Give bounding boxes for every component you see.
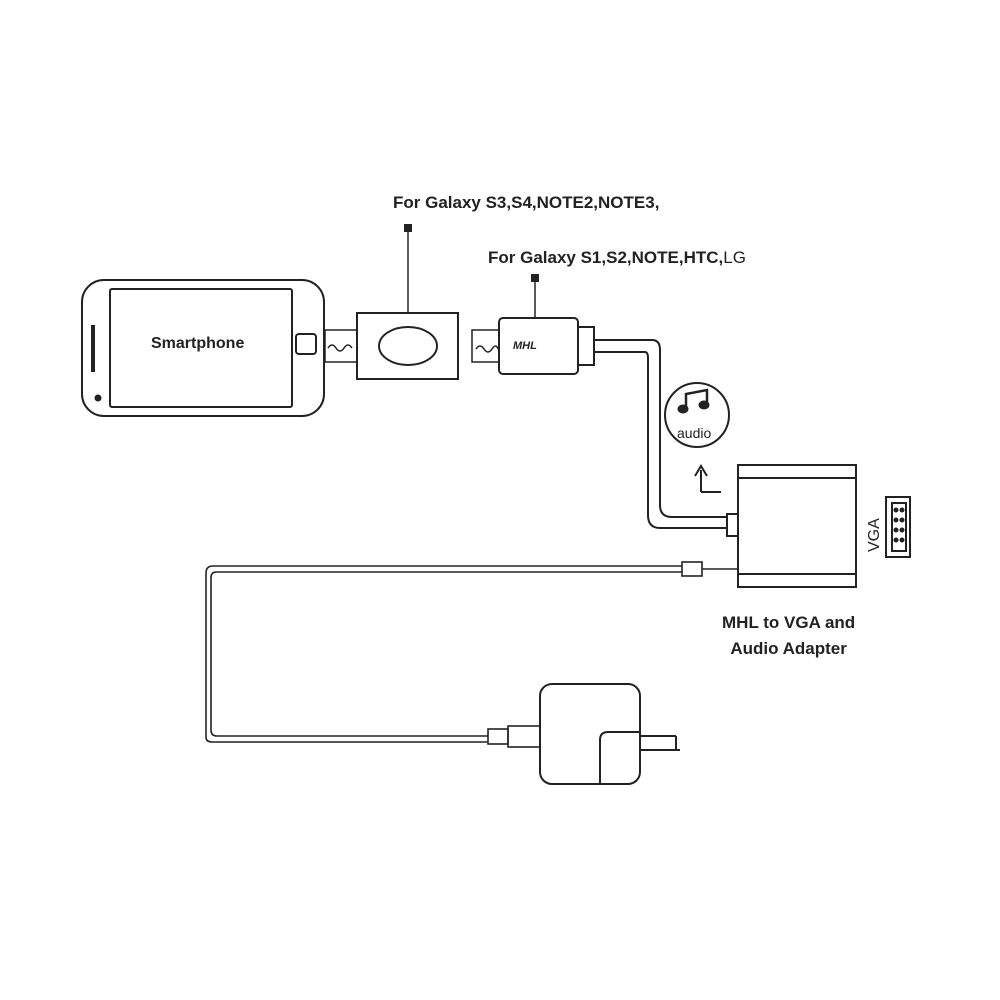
adapter-label-line1: MHL to VGA and: [722, 613, 856, 632]
vga-label: VGA: [866, 518, 883, 552]
vga-adapter-box: [726, 464, 857, 588]
micro-usb-connector: [471, 329, 500, 363]
adapter-label-line2: Audio Adapter: [730, 639, 847, 658]
power-cable: [205, 561, 738, 748]
mhl-cable: [594, 339, 727, 529]
galaxy-s1-label-main: For Galaxy S1,S2,NOTE,HTC,: [488, 248, 724, 267]
eleven-pin-adapter: [356, 224, 459, 380]
audio-label: audio: [677, 425, 712, 441]
arrow-icon: [694, 464, 721, 493]
galaxy-s3-label: For Galaxy S3,S4,NOTE2,NOTE3,: [393, 193, 660, 212]
galaxy-s1-label-tail: LG: [723, 248, 746, 267]
smartphone-label: Smartphone: [151, 335, 245, 352]
galaxy-s1-label: For Galaxy S1,S2,NOTE,HTC,LG: [488, 248, 746, 268]
audio-icon-badge: [664, 382, 730, 448]
mhl-plug: [498, 274, 595, 375]
adapter-label: MHL to VGA and Audio Adapter: [722, 610, 855, 662]
phone-connector: [324, 329, 358, 363]
power-plug-icon: [539, 683, 680, 785]
mhl-plug-label: MHL: [513, 340, 537, 352]
vga-port-icon: [885, 496, 911, 558]
smartphone: [81, 279, 325, 417]
